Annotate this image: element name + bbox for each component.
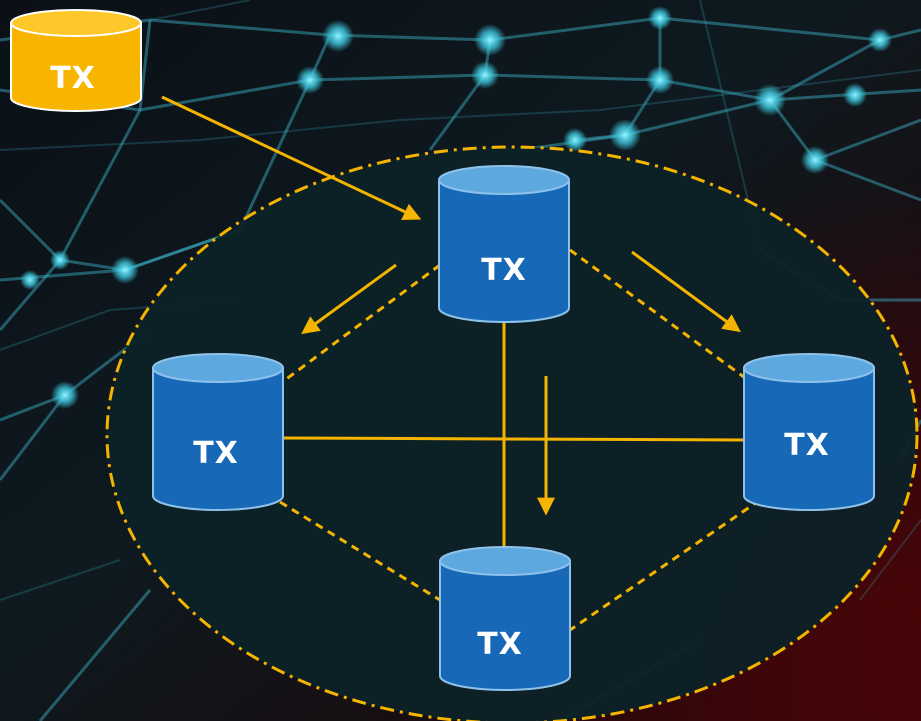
right-node-label: TX	[784, 428, 830, 463]
database-cylinder-icon	[152, 353, 284, 511]
link-top-right	[569, 248, 749, 382]
node-right: TX	[743, 353, 875, 511]
arrow-top-to-left	[301, 263, 397, 335]
left-node-label: TX	[193, 436, 239, 471]
incoming-node-label: TX	[50, 61, 96, 96]
arrow-top-to-right	[631, 250, 741, 333]
node-left: TX	[152, 353, 284, 511]
node-bottom: TX	[439, 546, 571, 691]
top-node-label: TX	[481, 253, 527, 288]
network-cluster-boundary	[105, 145, 919, 721]
link-top-left	[284, 263, 441, 382]
database-cylinder-icon	[743, 353, 875, 511]
bottom-node-label: TX	[477, 627, 523, 662]
network-glow-nodes	[20, 6, 892, 409]
incoming-transaction-node: TX	[10, 9, 142, 112]
database-cylinder-icon	[10, 9, 142, 112]
link-left-right	[283, 436, 747, 442]
peer-connections-dashed	[279, 248, 761, 632]
database-cylinder-icon	[438, 165, 570, 323]
peer-connections-solid	[283, 322, 747, 548]
link-right-bottom	[569, 498, 761, 632]
node-top: TX	[438, 165, 570, 323]
propagation-arrows	[161, 95, 741, 516]
arrow-incoming-to-top	[161, 95, 422, 220]
link-left-bottom	[279, 500, 441, 602]
database-cylinder-icon	[439, 546, 571, 691]
